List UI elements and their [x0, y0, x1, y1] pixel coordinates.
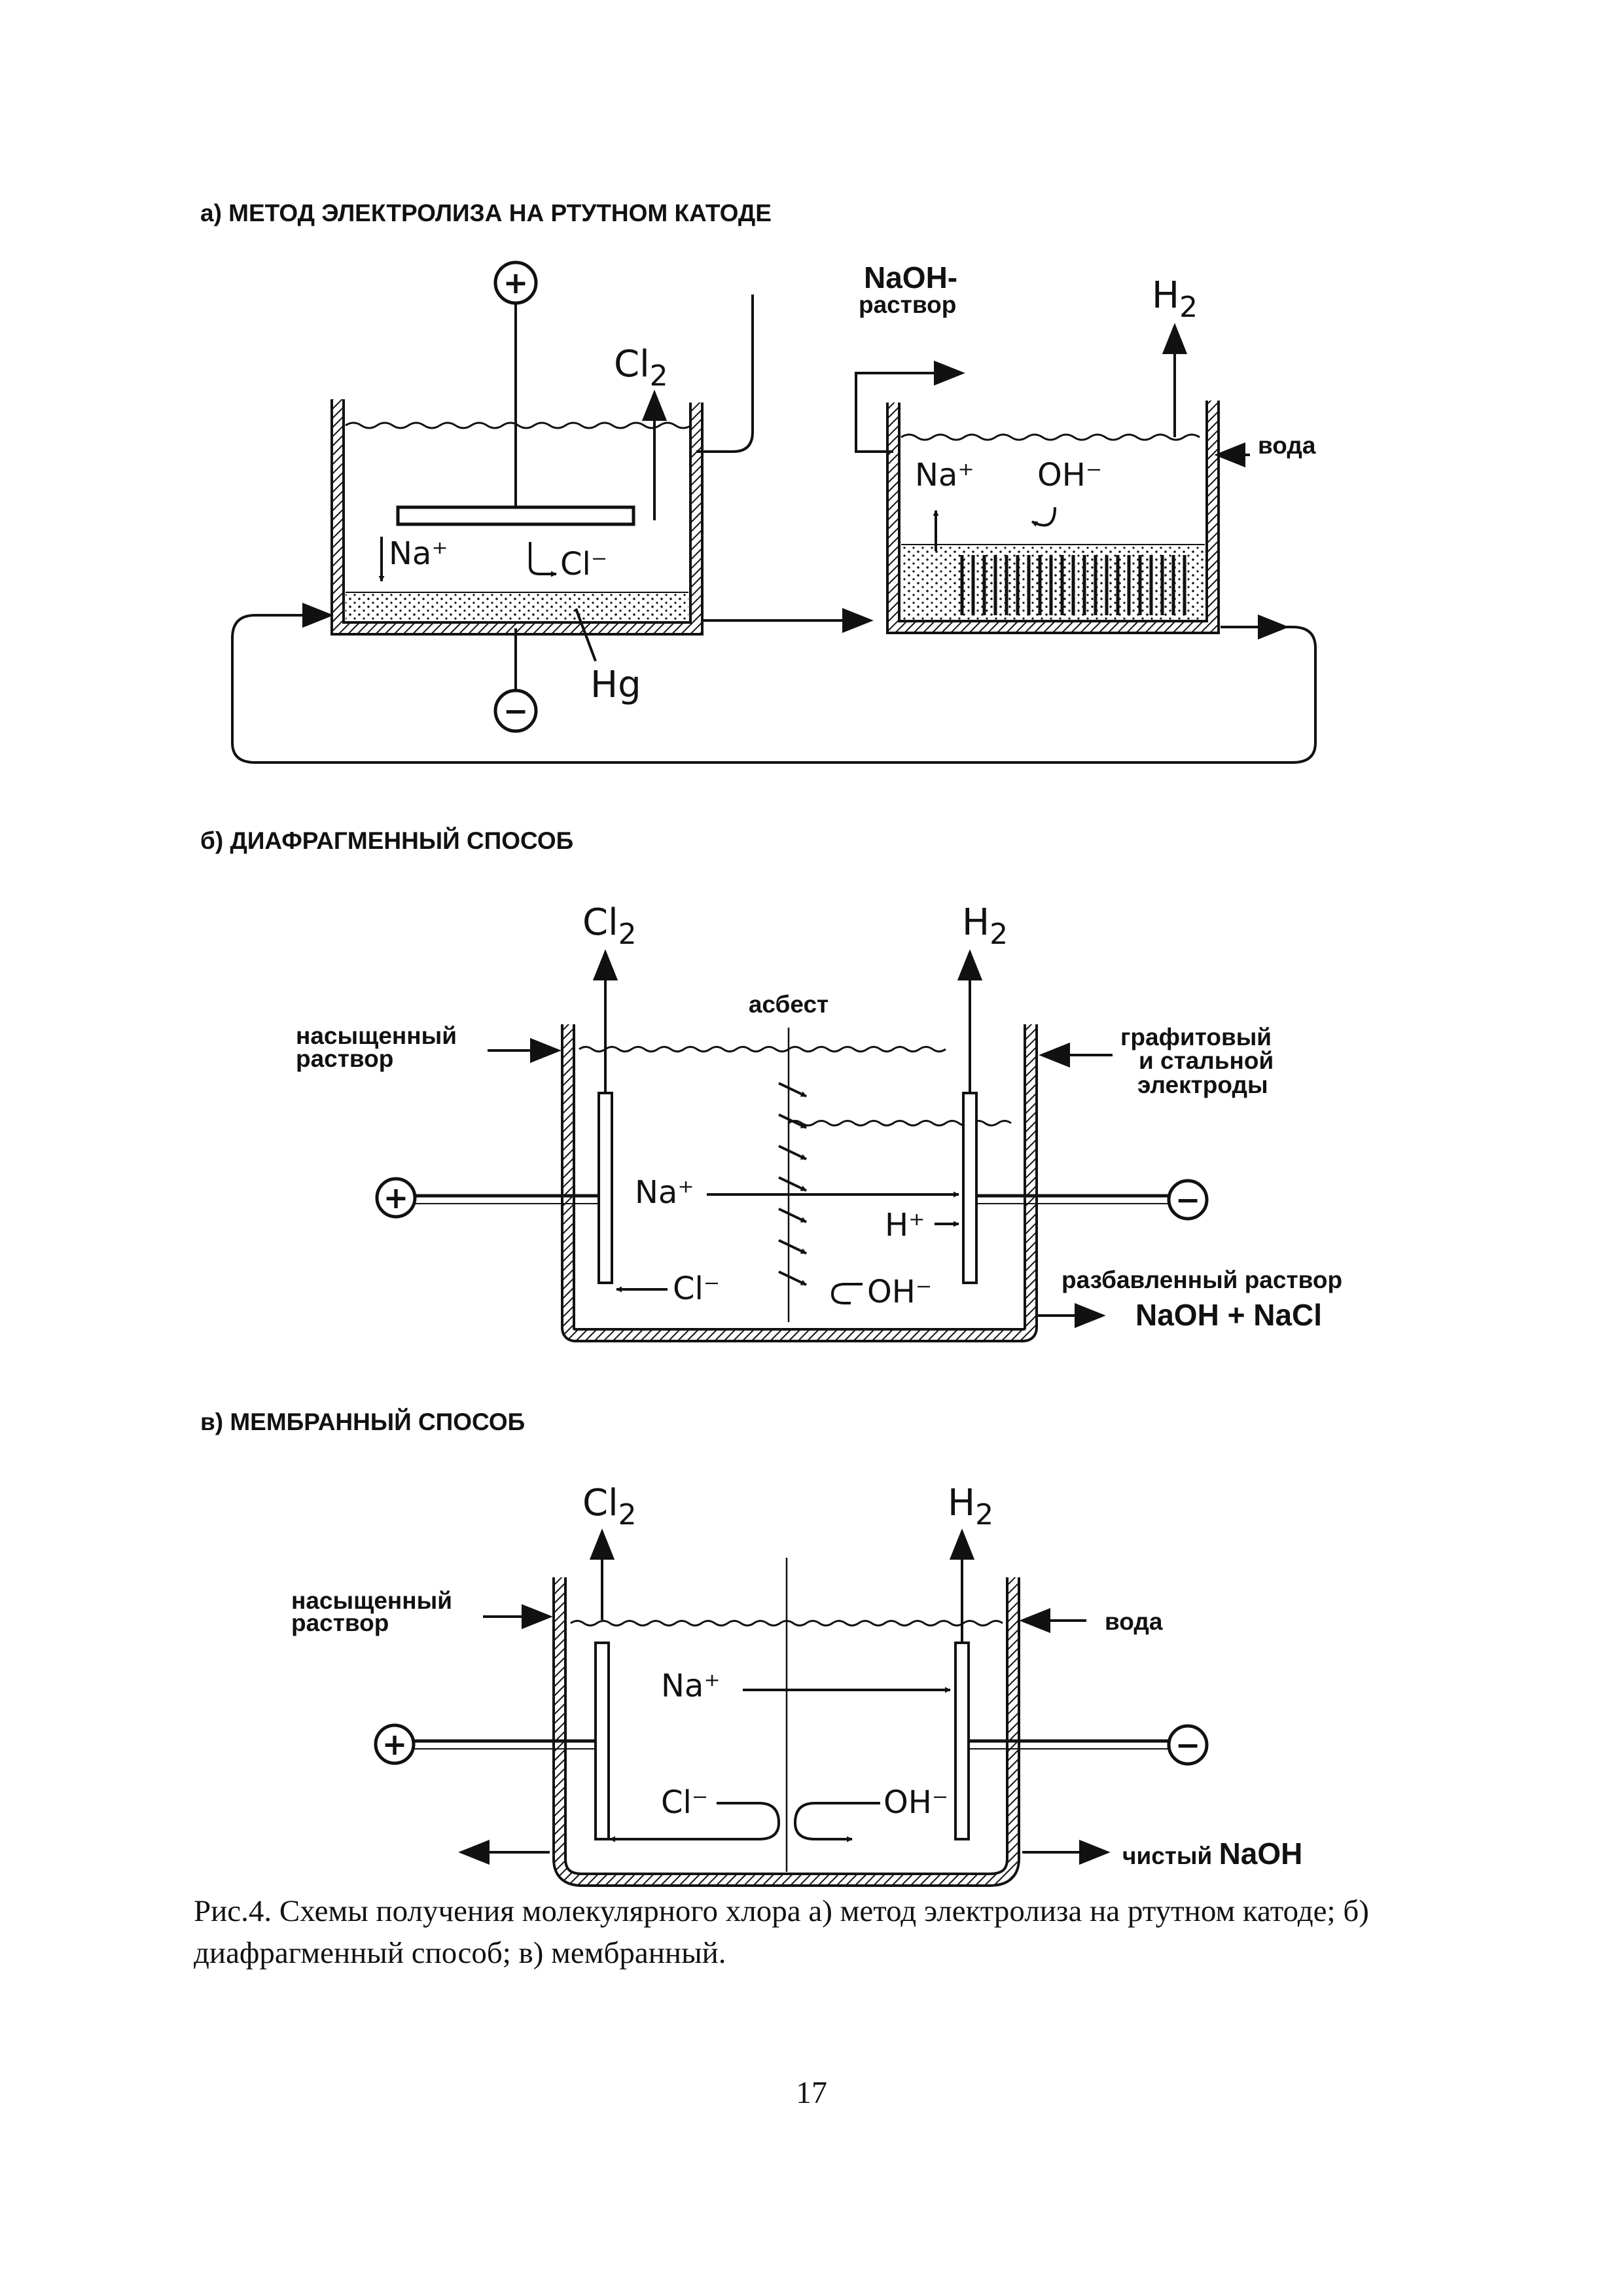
b-plus-terminal: + — [375, 1177, 417, 1219]
plus-sign: + — [503, 265, 529, 300]
membrane-cell — [552, 1558, 1020, 1887]
svg-text:−: − — [1175, 1182, 1201, 1217]
section-b-title: б) ДИАФРАГМЕННЫЙ СПОСОБ — [200, 827, 573, 854]
a-plus-terminal: + — [493, 260, 538, 305]
b-h-plus-label: H⁺ — [885, 1207, 925, 1244]
asbestos-fiber — [778, 1239, 807, 1255]
saturated-solution-label-1: насыщенный — [296, 1022, 457, 1049]
c-oh-minus-label: OH⁻ — [883, 1784, 948, 1821]
graphite-anode — [597, 1092, 613, 1284]
cl2-label: Cl2 — [614, 343, 668, 393]
c-minus-terminal: − — [1167, 1724, 1209, 1766]
c-plus-terminal: + — [374, 1723, 416, 1765]
asbestos-fiber — [778, 1145, 807, 1160]
hg-label: Hg — [590, 664, 641, 706]
dilute-formula-label: NaOH + NaCl — [1135, 1298, 1322, 1332]
graphite-packing — [960, 555, 1186, 615]
voda-label: вода — [1258, 432, 1316, 459]
cl-minus-label: Cl⁻ — [560, 546, 607, 583]
decomposer-cell — [886, 401, 1220, 634]
b-h2-label: H2 — [962, 901, 1008, 951]
mercury-cell — [330, 295, 754, 636]
electrodes-label-2: и стальной — [1139, 1047, 1274, 1074]
page-number: 17 — [796, 2075, 827, 2110]
naoh-rastvor-label: раствор — [859, 291, 956, 318]
asbest-label: асбест — [749, 991, 829, 1018]
figure-caption: Рис.4. Схемы получения молекулярного хло… — [194, 1894, 1369, 1970]
saturated-solution-label-2: раствор — [296, 1045, 393, 1072]
b-cl-minus-label: Cl⁻ — [673, 1270, 720, 1307]
svg-text:+: + — [383, 1180, 409, 1215]
asbestos-diaphragm — [778, 1082, 807, 1286]
h2-label: H2 — [1152, 274, 1198, 324]
naoh-outflow-arrow — [855, 360, 965, 453]
anode-plate — [396, 505, 635, 526]
c-anode — [594, 1641, 610, 1840]
b-oh-minus-label: OH⁻ — [867, 1274, 932, 1310]
electrodes-label-3: электроды — [1137, 1071, 1268, 1098]
svg-text:+: + — [382, 1727, 408, 1762]
b-minus-terminal: − — [1167, 1179, 1209, 1221]
c-cl2-label: Cl2 — [582, 1482, 637, 1532]
minus-sign: − — [503, 693, 529, 728]
c-saturated-label-2: раствор — [291, 1609, 389, 1636]
naoh-label: NaOH- — [864, 260, 957, 295]
asbestos-fiber — [778, 1082, 807, 1098]
b-cl2-label: Cl2 — [582, 901, 637, 951]
asbestos-fiber — [778, 1208, 807, 1223]
c-na-plus-label: Na⁺ — [661, 1668, 721, 1704]
asbestos-fiber — [778, 1270, 807, 1286]
c-saturated-label-1: насыщенный — [291, 1587, 452, 1614]
c-cl-minus-label: Cl⁻ — [661, 1784, 708, 1821]
pure-naoh-label: чистый NaOH — [1122, 1837, 1302, 1871]
na-plus-label-2: Na⁺ — [915, 457, 974, 493]
oh-minus-label: OH⁻ — [1037, 457, 1102, 493]
dilute-solution-label: разбавленный раствор — [1061, 1266, 1342, 1293]
electrodes-label-1: графитовый — [1120, 1024, 1272, 1050]
b-na-plus-label: Na⁺ — [635, 1174, 694, 1211]
mercury-loop-line — [231, 614, 1317, 764]
section-a-title: а) МЕТОД ЭЛЕКТРОЛИЗА НА РТУТНОМ КАТОДЕ — [200, 200, 772, 226]
steel-cathode — [962, 1092, 978, 1284]
svg-text:−: − — [1175, 1727, 1201, 1763]
diaphragm-cell — [561, 1024, 1038, 1342]
section-c-title: в) МЕМБРАННЫЙ СПОСОБ — [200, 1408, 525, 1435]
asbestos-fiber — [778, 1176, 807, 1192]
mercury-layer — [346, 592, 688, 621]
a-minus-terminal: − — [493, 628, 538, 733]
c-cathode — [954, 1641, 970, 1840]
c-voda-label: вода — [1105, 1608, 1163, 1635]
asbestos-fiber — [778, 1113, 807, 1129]
na-plus-label: Na⁺ — [389, 535, 448, 572]
c-h2-label: H2 — [948, 1482, 993, 1532]
